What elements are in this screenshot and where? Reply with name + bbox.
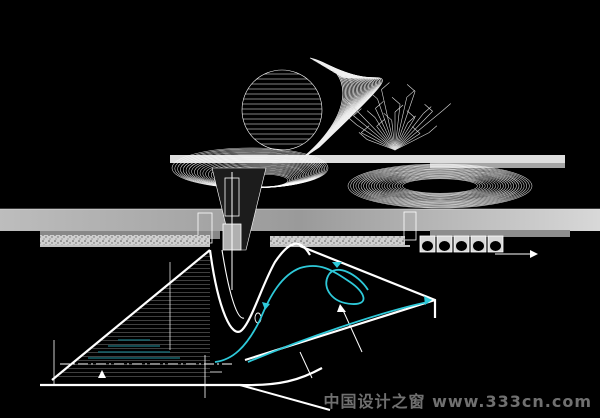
underground-section xyxy=(40,242,437,411)
tree-branch xyxy=(351,105,396,151)
terrain-ring xyxy=(391,175,489,197)
tree-branch xyxy=(391,120,396,151)
sphere-outline xyxy=(241,69,323,151)
culvert-opening xyxy=(473,241,484,251)
water-flow-path xyxy=(214,262,432,363)
culvert-cells xyxy=(419,235,504,253)
tree-branch xyxy=(394,110,443,151)
tree-twig xyxy=(366,110,376,118)
tree-silhouette xyxy=(343,82,451,151)
terrain-ring xyxy=(402,178,478,194)
tree-twig xyxy=(394,104,404,113)
sky-deck-stripe xyxy=(170,155,565,168)
terrain-ring xyxy=(352,165,528,207)
tree-branch xyxy=(394,91,416,151)
tree-branch xyxy=(394,111,433,151)
terrain-ring xyxy=(394,176,486,196)
tree-twig xyxy=(343,98,353,106)
shell-sheet xyxy=(306,64,357,156)
terrain-ring xyxy=(360,167,520,205)
culvert-opening xyxy=(456,241,467,251)
tree-twig xyxy=(369,91,378,100)
tree-branch xyxy=(394,113,424,151)
tree-twig xyxy=(360,125,370,133)
ground-plane-band xyxy=(0,208,600,239)
tree-branch xyxy=(377,98,396,151)
tree-twig xyxy=(406,90,415,98)
tree-twig xyxy=(383,112,392,121)
terrain-ring xyxy=(389,174,491,198)
tree-branch xyxy=(366,139,396,151)
tree-branch xyxy=(374,117,396,151)
shell-sheets xyxy=(299,57,383,161)
terrain-ring xyxy=(384,173,496,199)
terrain-ring xyxy=(365,168,515,204)
terrain-ring xyxy=(368,169,512,203)
terrain-ring xyxy=(358,166,522,206)
sphere-form xyxy=(241,69,323,151)
terrain-rings xyxy=(347,163,533,209)
tree-twig xyxy=(406,110,416,118)
tree-branch xyxy=(353,115,396,151)
terrain-ring xyxy=(363,167,517,205)
tree-twig xyxy=(358,132,368,140)
terrain-ring xyxy=(397,177,483,196)
terrain-ring xyxy=(399,177,481,195)
tree-twig xyxy=(406,84,416,92)
tree-twig xyxy=(353,108,362,116)
culvert-opening xyxy=(439,241,450,251)
tree-branch xyxy=(381,89,396,151)
terrain-ring xyxy=(386,174,494,198)
tree-twig xyxy=(348,117,357,125)
outlet-arrow xyxy=(495,250,538,258)
terrain-ring xyxy=(347,163,533,209)
watermark-text: 中国设计之窗 www.333cn.com xyxy=(323,392,592,411)
culvert-opening xyxy=(422,241,433,251)
tree-branch xyxy=(394,132,430,151)
terrain-ring xyxy=(350,164,530,208)
tree-branch xyxy=(375,108,396,151)
tree-branch xyxy=(394,117,416,151)
funnel-shaft xyxy=(197,167,417,290)
terrain-ring xyxy=(373,170,507,202)
tree-branch xyxy=(394,97,408,151)
shell-sheet xyxy=(310,68,367,153)
tree-branch xyxy=(360,132,396,151)
shell-sheet xyxy=(318,76,383,148)
terrain-ring xyxy=(376,171,504,201)
tree-branch xyxy=(376,126,396,151)
tree-branch xyxy=(394,133,421,151)
tree-branch xyxy=(394,122,409,151)
tree-twig xyxy=(381,82,390,90)
culvert-opening xyxy=(490,241,501,251)
tree-twig xyxy=(442,103,451,111)
tree-twig xyxy=(411,126,421,134)
tree-twig xyxy=(391,97,401,105)
tree-twig xyxy=(407,115,416,124)
terrain-ring xyxy=(371,170,509,203)
terrain-ring xyxy=(381,172,499,200)
terrain-ring xyxy=(378,172,502,200)
ground-surface xyxy=(40,235,410,247)
tree-branch xyxy=(356,124,396,151)
tree-twig xyxy=(423,106,432,114)
tree-branch xyxy=(394,104,401,151)
tree-twig xyxy=(428,125,438,133)
tree-twig xyxy=(376,119,385,127)
terrain-ring xyxy=(355,165,525,207)
tree-twig xyxy=(424,104,433,112)
